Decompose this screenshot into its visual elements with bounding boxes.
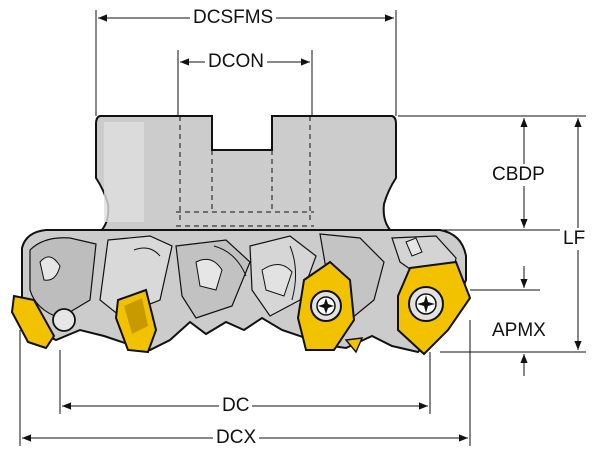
shank [95, 115, 397, 233]
insert-5-edge [344, 337, 364, 354]
torx-screw-icon [408, 286, 444, 322]
pocket-detail-3 [261, 264, 293, 297]
insert-2-shade [124, 298, 148, 334]
shank-highlight [104, 122, 144, 222]
flute-edge-2 [213, 245, 247, 277]
lf-label: LF [560, 228, 589, 250]
cbdp-label: CBDP [489, 164, 548, 186]
screw-hole [52, 308, 76, 332]
dc-label: DC [219, 395, 253, 417]
flute-edge-1 [133, 247, 161, 257]
pocket-detail-1 [39, 256, 61, 281]
torx-screw-icon [310, 290, 342, 322]
flute-edge-3 [289, 245, 296, 301]
inserts [10, 260, 472, 356]
dcx-label: DCX [213, 427, 260, 449]
hidden-bore-lines [176, 116, 314, 227]
apmx-label: APMX [489, 320, 549, 342]
pocket-detail-4 [405, 237, 423, 257]
pocket-detail-2 [195, 258, 223, 291]
dcsfms-label: DCSFMS [190, 7, 277, 29]
insert-left [10, 294, 56, 350]
flute-2 [99, 235, 173, 317]
dcon-label: DCON [205, 51, 267, 73]
